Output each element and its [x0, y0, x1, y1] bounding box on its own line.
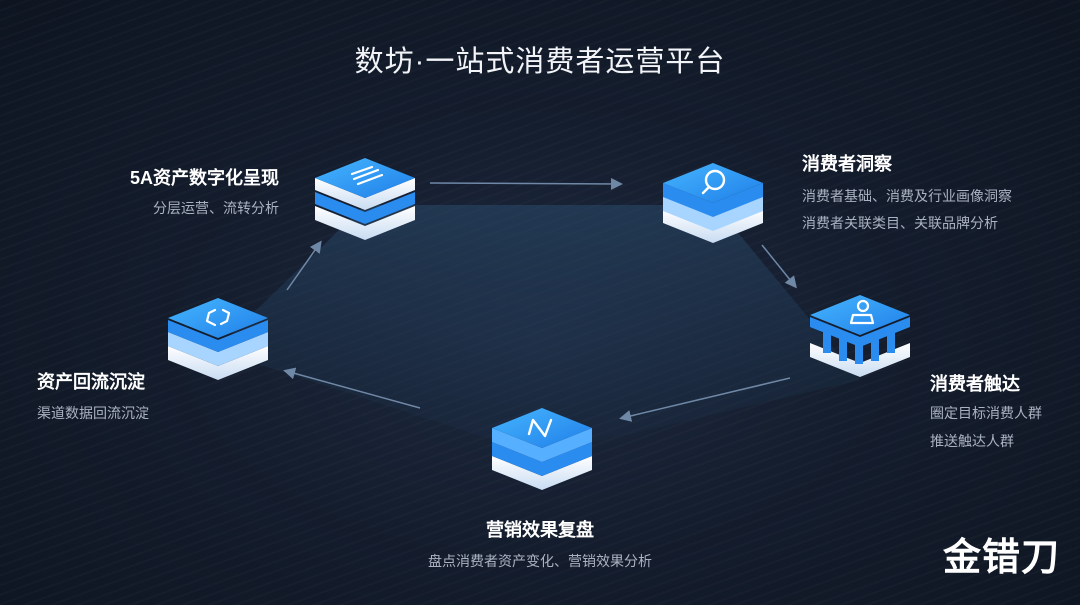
search-icon [663, 163, 763, 243]
cycle-icon [168, 298, 268, 380]
page-title: 数坊·一站式消费者运营平台 [354, 46, 726, 78]
node-desc-5a: 分层运营、流转分析 [153, 200, 279, 216]
arrow-1 [429, 177, 623, 190]
node-desc-insight-1: 消费者基础、消费及行业画像洞察 [802, 188, 1012, 204]
node-label-review: 营销效果复盘 [486, 520, 594, 540]
wave-icon [492, 408, 592, 490]
node-label-5a: 5A资产数字化呈现 [129, 168, 279, 188]
arrow-3 [619, 377, 791, 422]
arrow-2 [761, 244, 797, 289]
node-label-reach: 消费者触达 [930, 374, 1020, 394]
node-desc-reach-1: 圈定目标消费人群 [930, 405, 1042, 421]
node-desc-review: 盘点消费者资产变化、营销效果分析 [428, 553, 652, 569]
node-label-reflow: 资产回流沉淀 [37, 372, 145, 392]
arrow-5 [286, 240, 322, 291]
arrow-4 [283, 367, 421, 409]
node-desc-reach-2: 推送触达人群 [930, 433, 1014, 449]
layers-icon [315, 158, 415, 240]
person-icon [810, 295, 910, 377]
connection-polygon [215, 205, 860, 455]
watermark-logo: 金错刀 [942, 537, 1060, 579]
node-desc-reflow: 渠道数据回流沉淀 [37, 405, 149, 421]
node-desc-insight-2: 消费者关联类目、关联品牌分析 [802, 215, 998, 231]
node-label-insight: 消费者洞察 [802, 154, 892, 174]
